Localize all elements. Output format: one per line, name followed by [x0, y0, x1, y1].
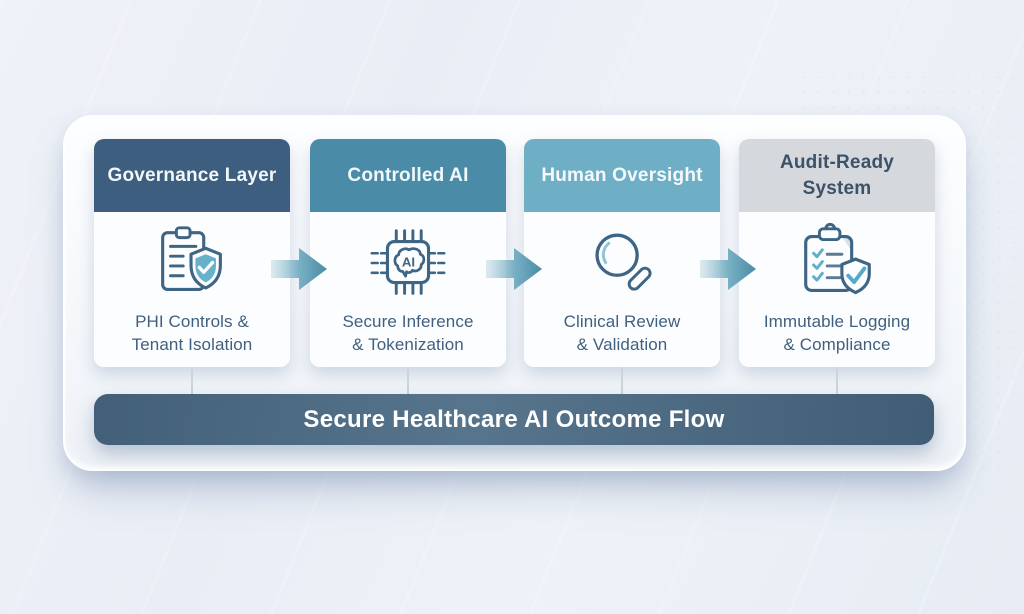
card-caption: Secure Inference & Tokenization	[342, 310, 473, 356]
card-caption: PHI Controls & Tenant Isolation	[132, 310, 253, 356]
connector-line	[191, 367, 193, 394]
card-human-oversight: Human Oversight Clinical Review & Valida…	[524, 139, 720, 367]
svg-text:AI: AI	[402, 254, 415, 269]
caption-line-1: Secure Inference	[342, 312, 474, 331]
ai-chip-icon: AI	[370, 229, 446, 295]
card-title: Governance Layer	[107, 164, 277, 186]
caption-line-2: & Tokenization	[352, 335, 464, 354]
card-header-controlled-ai: Controlled AI	[310, 139, 506, 212]
connector-line	[407, 367, 409, 394]
caption-line-2: & Validation	[576, 335, 668, 354]
flow-arrow-icon	[271, 248, 327, 290]
card-audit-ready-system: Audit-Ready System Immutable Logging & C	[739, 139, 935, 367]
caption-line-2: Tenant Isolation	[131, 335, 253, 354]
checklist-shield-icon	[804, 222, 871, 295]
card-body: PHI Controls & Tenant Isolation	[94, 212, 290, 367]
card-caption: Clinical Review & Validation	[564, 310, 681, 356]
caption-line-1: PHI Controls &	[135, 312, 249, 331]
flow-bar-title: Secure Healthcare AI Outcome Flow	[303, 405, 725, 433]
card-title: Human Oversight	[541, 164, 703, 186]
caption-line-1: Clinical Review	[563, 312, 681, 331]
card-body: Immutable Logging & Compliance	[739, 212, 935, 367]
flow-bar: Secure Healthcare AI Outcome Flow	[94, 394, 934, 445]
caption-line-2: & Compliance	[783, 335, 891, 354]
card-caption: Immutable Logging & Compliance	[764, 310, 910, 356]
card-header-audit-ready-system: Audit-Ready System	[739, 139, 935, 212]
card-controlled-ai: Controlled AI AI Secure Inference & Toke…	[310, 139, 506, 367]
card-body: AI Secure Inference & Tokenization	[310, 212, 506, 367]
clipboard-shield-check-icon	[161, 226, 222, 291]
flow-arrow-icon	[486, 248, 542, 290]
flow-arrow-icon	[700, 248, 756, 290]
card-title: Controlled AI	[347, 164, 469, 186]
card-title: Audit-Ready System	[779, 151, 895, 199]
connector-line	[836, 367, 838, 394]
diagram-panel: Governance Layer PHI Controls & Tenant I…	[63, 115, 966, 471]
card-header-human-oversight: Human Oversight	[524, 139, 720, 212]
card-governance-layer: Governance Layer PHI Controls & Tenant I…	[94, 139, 290, 367]
card-body: Clinical Review & Validation	[524, 212, 720, 367]
magnifier-icon	[595, 233, 652, 291]
card-header-governance-layer: Governance Layer	[94, 139, 290, 212]
connector-line	[621, 367, 623, 394]
caption-line-1: Immutable Logging	[763, 312, 911, 331]
